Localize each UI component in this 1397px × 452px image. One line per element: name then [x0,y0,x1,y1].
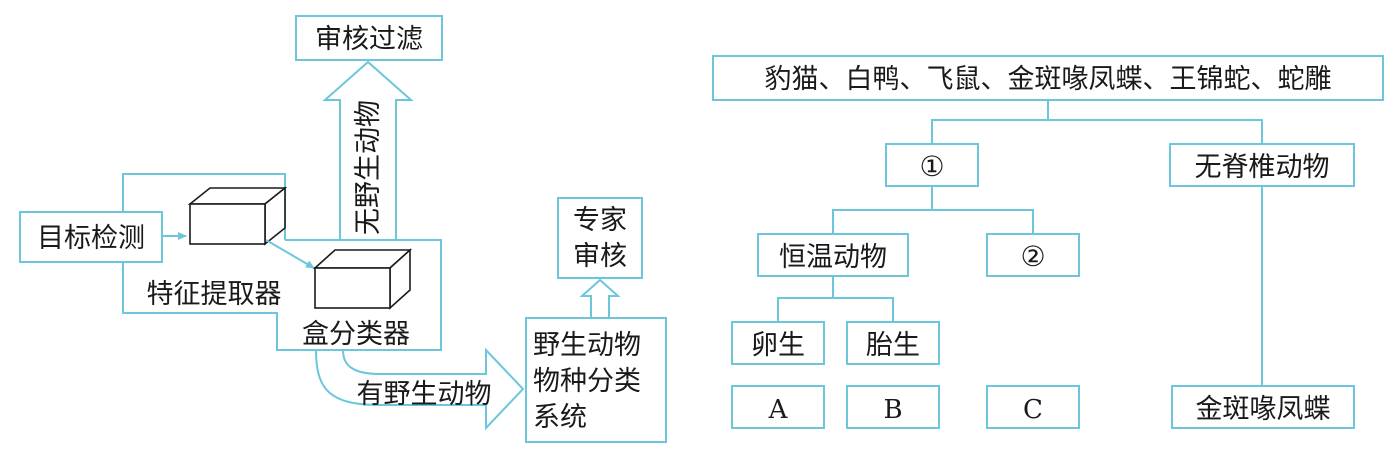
root-label: 豹猫、白鸭、飞鼠、金斑喙凤蝶、王锦蛇、蛇雕 [765,64,1332,95]
viviparous-node: 胎生 [846,321,940,365]
review-filter-label: 审核过滤 [315,24,423,55]
leaf-butterfly-label: 金斑喙凤蝶 [1196,394,1331,425]
warm-branch-horizontal [777,297,894,322]
leaf-c-node: C [986,385,1080,429]
target-detection-node: 目标检测 [19,211,163,263]
warm-blooded-label: 恒温动物 [779,242,887,273]
feature-extractor-label: 特征提取器 [147,279,282,310]
leaf-a-label: A [768,395,789,425]
node-1-branch-horizontal [832,209,1034,234]
warm-blooded-node: 恒温动物 [757,233,909,277]
review-filter-node: 审核过滤 [295,15,443,61]
expert-review-line2: 审核 [573,241,627,272]
viviparous-label: 胎生 [866,330,920,361]
invertebrate-label: 无脊椎动物 [1195,152,1330,183]
species-system-line2: 物种分类 [533,366,641,397]
oviparous-label: 卵生 [751,330,805,361]
species-system-node: 野生动物 物种分类 系统 [525,317,667,443]
leaf-b-label: B [883,395,902,425]
leaf-b-node: B [846,385,940,429]
has-wildlife-label: 有野生动物 [357,379,492,410]
species-system-line3: 系统 [533,402,587,433]
leaf-butterfly-node: 金斑喙凤蝶 [1171,385,1355,429]
has-wildlife-arrow: 有野生动物 [314,347,525,431]
left-flow-diagram: 审核过滤 无野生动物 目标检测 特征提取器 [19,15,667,443]
root-branch-horizontal [931,119,1263,144]
oviparous-node: 卵生 [731,321,825,365]
node-2-label: ② [1020,240,1045,273]
node-2: ② [986,233,1080,277]
expert-review-line1: 专家 [573,205,627,236]
right-classification-tree: 豹猫、白鸭、飞鼠、金斑喙凤蝶、王锦蛇、蛇雕 ① 无脊椎动物 恒温动物 ② [712,55,1384,429]
target-detection-label: 目标检测 [37,223,145,254]
species-system-line1: 野生动物 [533,330,641,361]
leaf-a-node: A [731,385,825,429]
to-expert-arrow [579,278,621,319]
extractor-to-classifier-arrow [265,239,315,269]
leaf-c-label: C [1023,395,1043,425]
node-1-label: ① [919,150,944,183]
node-1: ① [885,143,979,187]
root-node: 豹猫、白鸭、飞鼠、金斑喙凤蝶、王锦蛇、蛇雕 [712,55,1384,101]
feature-extractor-cube-icon [187,186,288,246]
no-wildlife-label: 无野生动物 [353,100,384,235]
box-classifier-cube-icon [312,248,413,310]
box-classifier-label: 盒分类器 [302,319,410,350]
invertebrate-node: 无脊椎动物 [1169,143,1355,187]
expert-review-node: 专家 审核 [557,197,643,279]
no-wildlife-arrow: 无野生动物 [322,60,414,241]
